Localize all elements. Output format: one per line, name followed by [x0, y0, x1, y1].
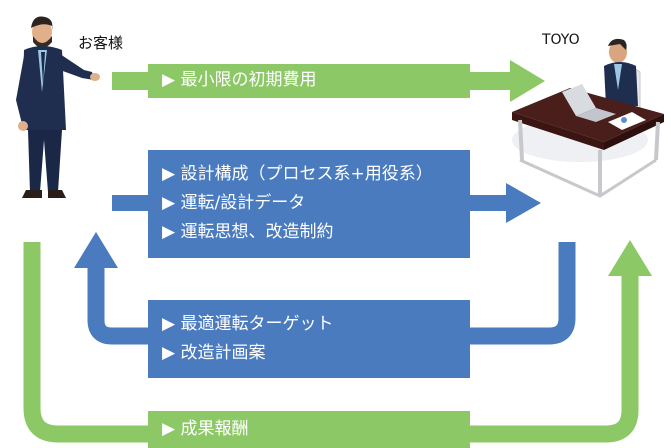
customer-person-icon: [16, 16, 100, 198]
operation-policy-text: ▶ 運転思想、改造制約: [162, 222, 334, 242]
customer-label: お客様: [78, 34, 124, 52]
mid-blue-arrow: [112, 183, 541, 223]
company-label: TOYO: [542, 32, 580, 48]
top-green-arrow: [112, 60, 545, 102]
company-person-at-desk-icon: [512, 38, 664, 198]
design-data-box: ▶ 設計構成（プロセス系+用役系） ▶ 運転/設計データ ▶ 運転思想、改造制約: [148, 150, 470, 258]
optimal-target-text: ▶ 最適運転ターゲット: [162, 314, 334, 334]
success-fee-text: ▶ 成果報酬: [162, 419, 249, 439]
optimization-target-box: ▶ 最適運転ターゲット ▶ 改造計画案: [148, 300, 470, 378]
design-config-text: ▶ 設計構成（プロセス系+用役系）: [162, 164, 433, 184]
operation-design-data-text: ▶ 運転/設計データ: [162, 193, 306, 213]
success-fee-box: ▶ 成果報酬: [148, 411, 470, 448]
initial-cost-box: ▶ 最小限の初期費用: [148, 64, 470, 98]
modification-plan-text: ▶ 改造計画案: [162, 343, 266, 363]
initial-cost-text: ▶ 最小限の初期費用: [162, 70, 317, 90]
